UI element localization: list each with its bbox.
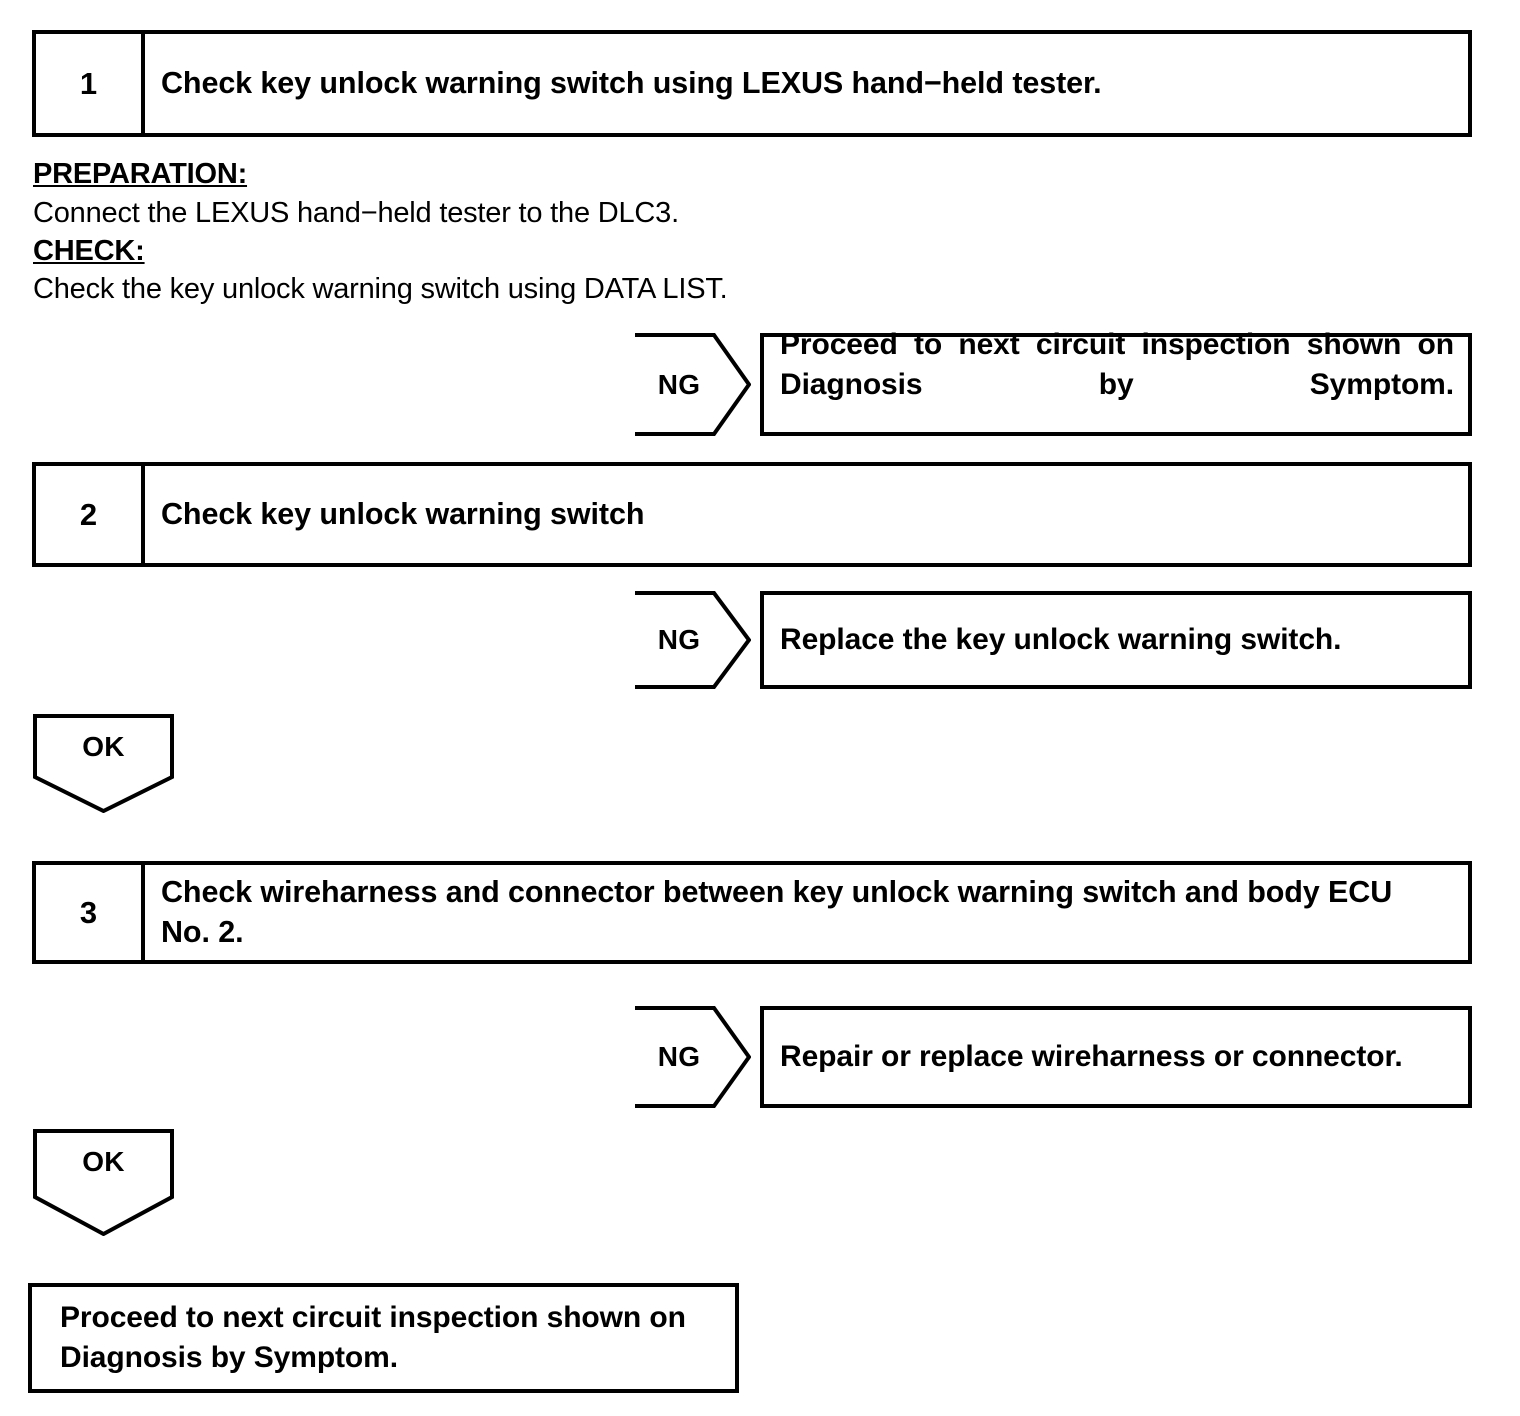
step-title-1: Check key unlock warning switch using LE… bbox=[161, 65, 1102, 100]
preparation-heading: PREPARATION: bbox=[33, 158, 248, 190]
ng-arrow-label-3: NG bbox=[657, 1041, 701, 1072]
ok-arrow-label-2: OK bbox=[82, 1146, 125, 1177]
ok-arrow-2: OK bbox=[33, 1129, 174, 1236]
check-heading-row: CHECK: bbox=[33, 232, 933, 271]
final-result-box: Proceed to next circuit inspection shown… bbox=[28, 1283, 739, 1393]
step-number-3: 3 bbox=[36, 865, 145, 960]
ng-arrow-3: NG bbox=[633, 1006, 751, 1108]
step-title-3: Check wireharness and connector between … bbox=[161, 874, 1393, 949]
ng-arrow-2: NG bbox=[633, 591, 751, 689]
check-body: Check the key unlock warning switch usin… bbox=[33, 273, 728, 306]
ng-result-box-3: Repair or replace wireharness or connect… bbox=[760, 1006, 1472, 1108]
ng-result-box-2: Replace the key unlock warning switch. bbox=[760, 591, 1472, 689]
preparation-heading-row: PREPARATION: bbox=[33, 155, 933, 194]
ng-arrow-label-1: NG bbox=[657, 368, 701, 400]
ng-result-text-1: Proceed to next circuit inspection shown… bbox=[780, 327, 1454, 401]
step-number-2: 2 bbox=[36, 466, 145, 563]
ng-branch-3: NG Repair or replace wireharness or conn… bbox=[633, 1006, 1472, 1108]
step-box-1: 1 Check key unlock warning switch using … bbox=[32, 30, 1472, 137]
step-title-2: Check key unlock warning switch bbox=[161, 496, 645, 531]
ng-arrow-label-2: NG bbox=[657, 624, 701, 655]
check-heading: CHECK: bbox=[33, 234, 145, 267]
ok-arrow-1: OK bbox=[33, 714, 174, 813]
step-number-1: 1 bbox=[36, 34, 145, 133]
final-result-text: Proceed to next circuit inspection shown… bbox=[60, 1301, 686, 1374]
ng-branch-2: NG Replace the key unlock warning switch… bbox=[633, 591, 1472, 689]
ng-result-box-1: Proceed to next circuit inspection shown… bbox=[760, 328, 1472, 436]
ok-arrow-label-1: OK bbox=[82, 731, 125, 762]
ng-arrow-1: NG bbox=[633, 333, 751, 436]
preparation-body: Connect the LEXUS hand−held tester to th… bbox=[33, 196, 679, 229]
step-box-2: 2 Check key unlock warning switch bbox=[32, 462, 1472, 567]
step-box-3: 3 Check wireharness and connector betwee… bbox=[32, 861, 1472, 964]
ng-result-text-2: Replace the key unlock warning switch. bbox=[780, 623, 1342, 657]
preparation-check-notes: PREPARATION: Connect the LEXUS hand−held… bbox=[33, 155, 933, 309]
ng-branch-1: NG Proceed to next circuit inspection sh… bbox=[633, 328, 1472, 436]
ng-result-text-3: Repair or replace wireharness or connect… bbox=[780, 1040, 1403, 1074]
